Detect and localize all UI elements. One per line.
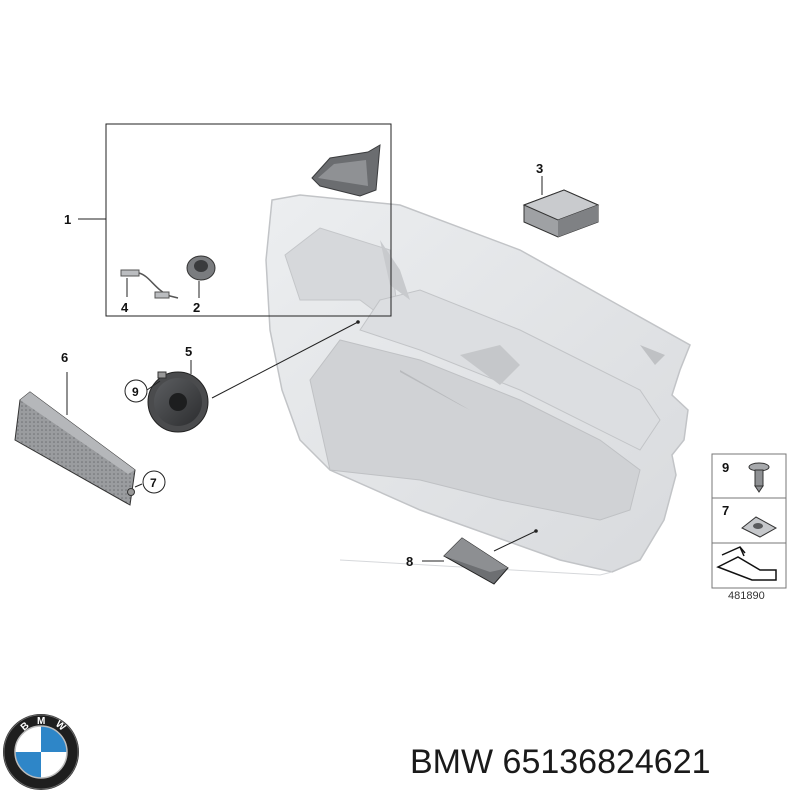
callout-3: 3 [536,161,543,176]
clip-nut [127,488,135,496]
tweeter-speaker [186,255,216,281]
callout-9: 9 [132,385,139,399]
callout-2: 2 [193,300,200,315]
screw-icon [748,462,770,493]
fastener-shape-icon [716,546,777,581]
loudspeaker-box [522,189,600,238]
door-trim-panel [265,194,691,576]
callout-4: 4 [121,300,129,315]
bmw-logo: B M W [3,714,79,790]
callout-6: 6 [61,350,68,365]
reference-number: 481890 [728,590,765,602]
clip-nut-icon [741,516,778,538]
assembly-box [105,123,392,317]
callout-7: 7 [150,476,157,490]
callout-8: 8 [406,554,413,569]
part-number-label: BMW 65136824621 [410,743,711,781]
mirror-corner-cover [311,144,381,197]
speaker-grille [14,391,136,506]
callout-5: 5 [185,344,192,359]
control-module [443,537,509,585]
callout-1: 1 [64,212,71,227]
wiring-harness [120,269,179,299]
legend-label-9: 9 [722,460,729,475]
callout-9-circle [124,379,148,403]
legend-label-7: 7 [722,503,729,518]
svg-text:M: M [37,716,45,727]
midrange-speaker [147,371,209,433]
callout-7-circle [142,470,166,494]
